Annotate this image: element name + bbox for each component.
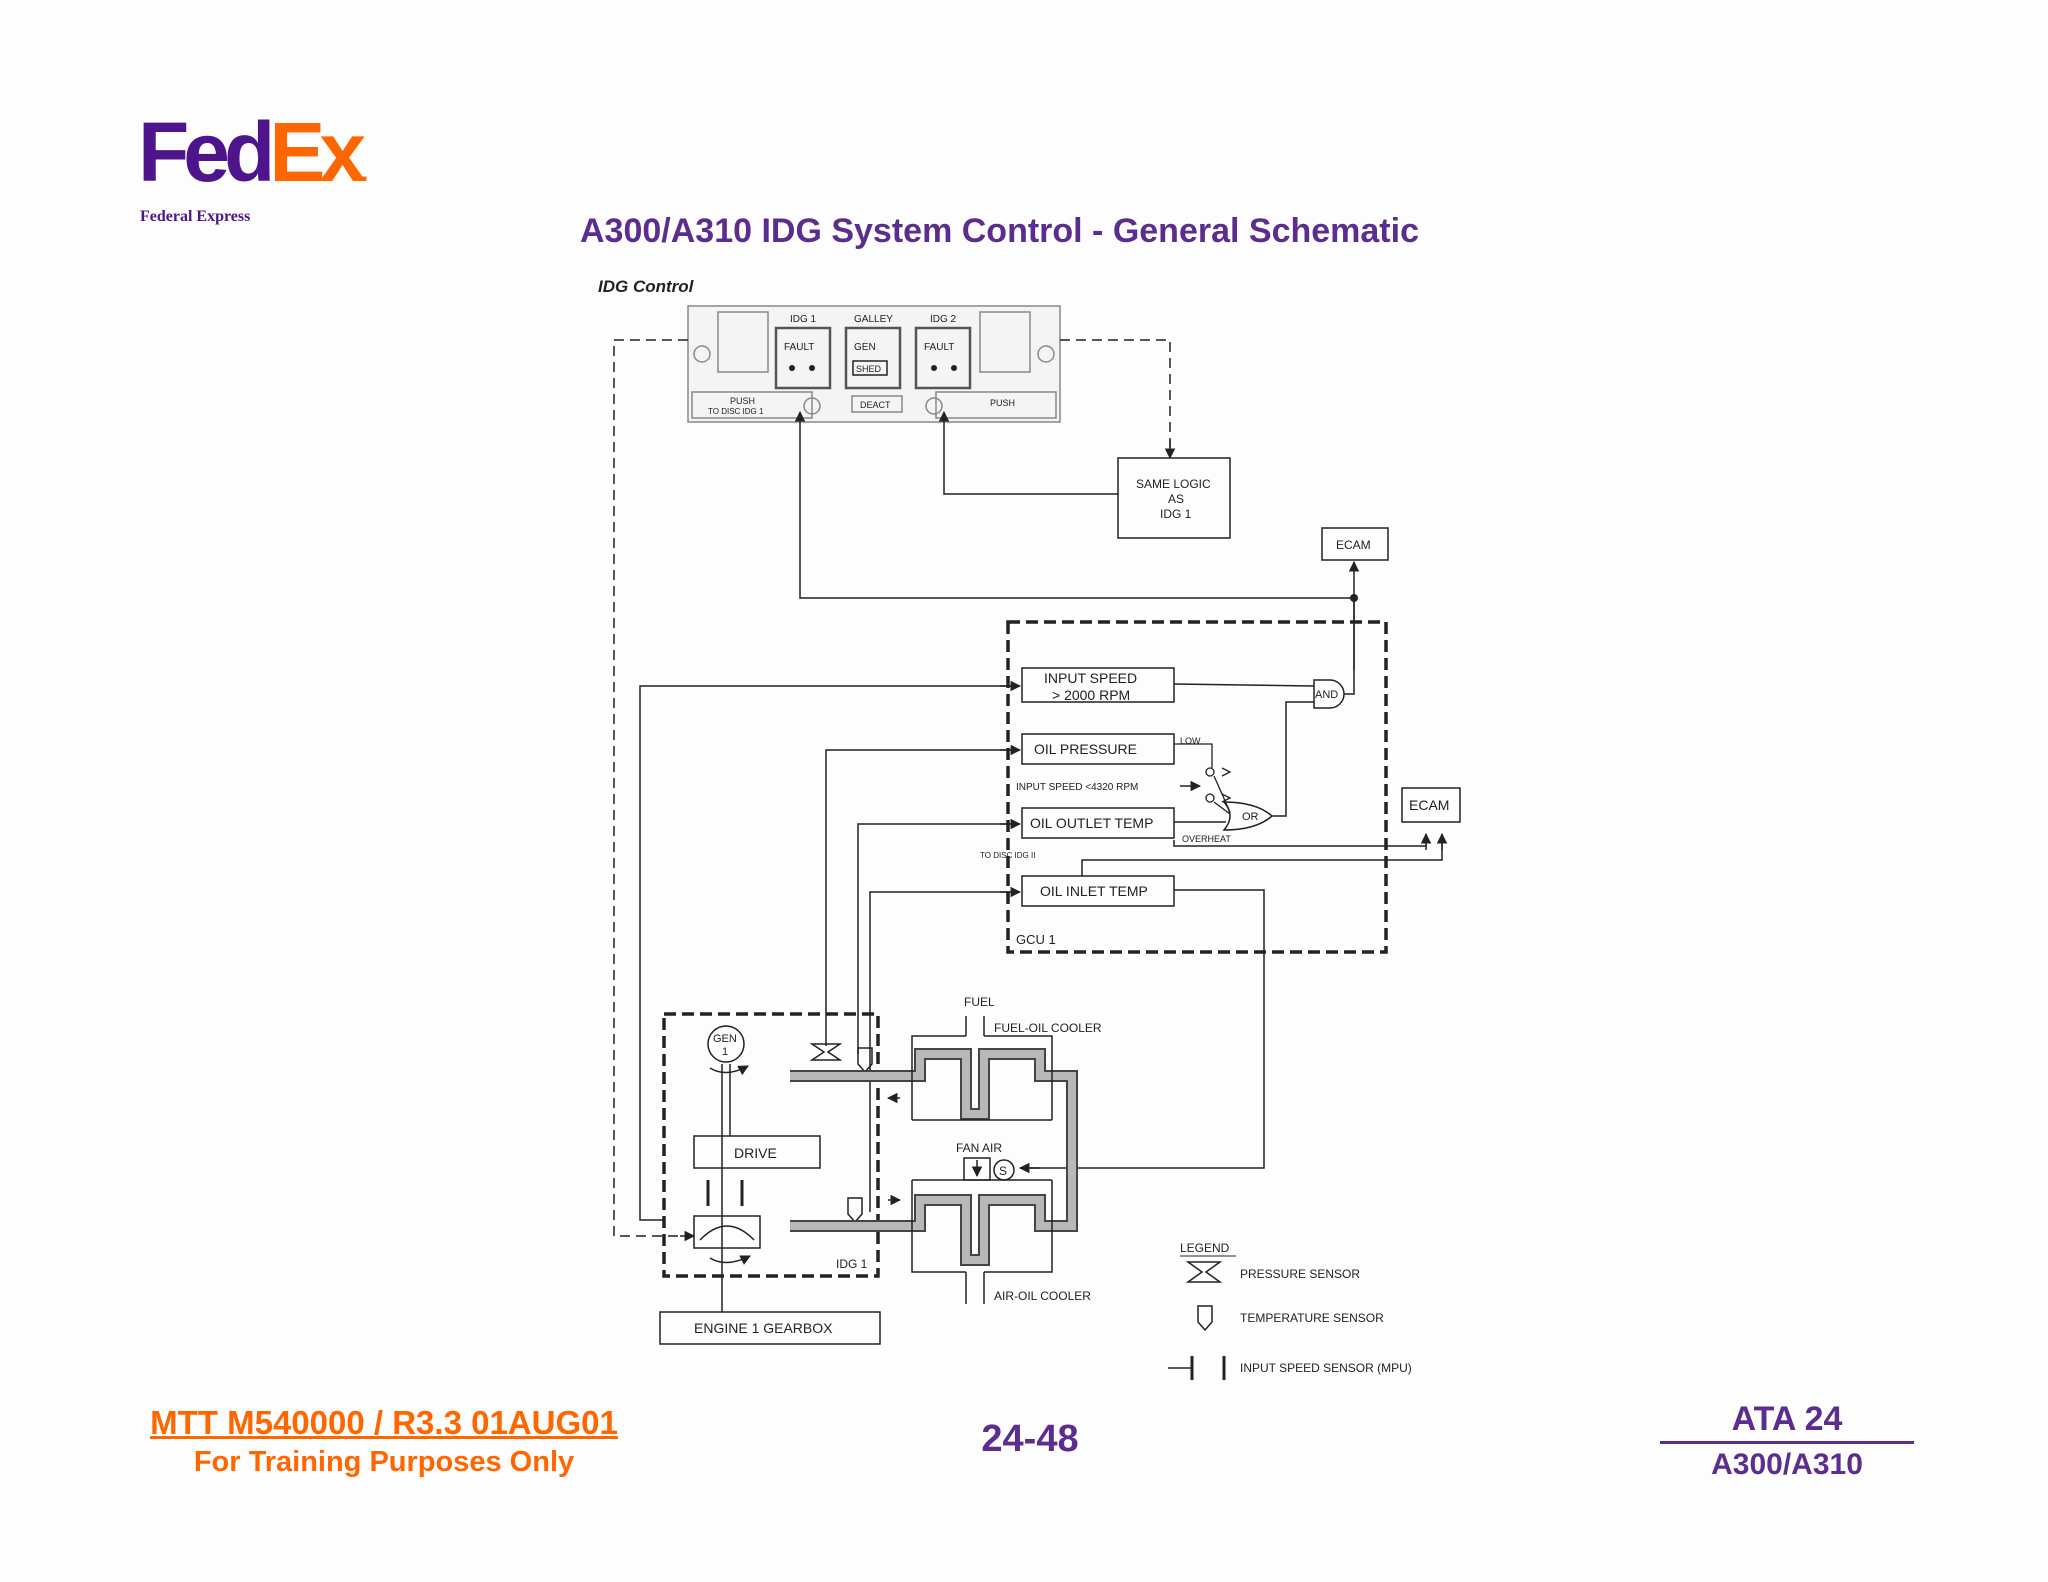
ecam-top-box (1321, 527, 1389, 561)
disconnect-dashed-lines (613, 339, 1171, 1237)
fan-air-label: FAN AIR (956, 1141, 1002, 1155)
to-disc-label: TO DISC IDG II (980, 851, 1035, 860)
gcu1-label: GCU 1 (1016, 932, 1056, 947)
s-sensor-label: S (999, 1164, 1007, 1178)
legend-temperature-label: TEMPERATURE SENSOR (1240, 1311, 1384, 1325)
or-gate (1222, 801, 1274, 831)
shed-indicator (852, 360, 888, 376)
temp-sensor-inlet-icon (847, 1197, 863, 1224)
drive-label: DRIVE (734, 1145, 777, 1161)
oil-inlet-temp-label: OIL INLET TEMP (1040, 883, 1148, 899)
low-label: LOW (1180, 736, 1201, 746)
oil-pressure-switch (1174, 743, 1232, 815)
legend-speed-label: INPUT SPEED SENSOR (MPU) (1240, 1361, 1412, 1375)
oil-outlet-temp-label: OIL OUTLET TEMP (1030, 815, 1153, 831)
panel-to-disc-idg1: TO DISC IDG 1 (708, 407, 764, 416)
oil-circuit-fill (790, 1050, 1076, 1264)
fault-light-1b (809, 365, 815, 371)
engine-gearbox-box (659, 1311, 881, 1345)
same-logic-to-idg2-line (938, 410, 1118, 495)
panel-idg2-label: IDG 2 (930, 314, 957, 325)
and-gate-label: AND (1315, 689, 1338, 701)
footer-ata: ATA 24 (1660, 1400, 1914, 1444)
input-speed-lt-label: INPUT SPEED <4320 RPM (1016, 782, 1138, 793)
fault-light-2b (951, 365, 957, 371)
same-logic-line1: SAME LOGIC (1136, 477, 1211, 491)
cooler-frames (911, 1016, 1053, 1304)
idg1-fault-button-label[interactable]: FAULT (784, 342, 814, 353)
footer-code: MTT M540000 / R3.3 01AUG01 (150, 1404, 618, 1441)
legend-pressure-icon (1185, 1261, 1223, 1283)
fedex-logo: FedEx. Federal Express (138, 110, 378, 225)
fault-light-2a (931, 365, 937, 371)
same-logic-line2: AS (1168, 492, 1184, 506)
footer-left: MTT M540000 / R3.3 01AUG01 For Training … (124, 1404, 644, 1479)
legend-title: LEGEND (1180, 1241, 1230, 1255)
panel-push-right: PUSH (990, 398, 1015, 408)
logo-ex: Ex (269, 105, 366, 199)
oil-pressure-label: OIL PRESSURE (1034, 741, 1137, 757)
gen1-label-line1: GEN (713, 1033, 737, 1045)
input-speed-line1: INPUT SPEED (1044, 670, 1137, 686)
oil-inlet-temp-box (1021, 875, 1175, 907)
gen1-rotation-arrow (709, 1065, 749, 1076)
fan-air-valve (963, 1157, 991, 1181)
air-oil-cooler-label: AIR-OIL COOLER (994, 1289, 1091, 1303)
coupling-rotation-arrow (709, 1255, 751, 1265)
gen1-circle (707, 1025, 745, 1063)
panel-galley-label: GALLEY (854, 314, 893, 325)
engine-gearbox-label: ENGINE 1 GEARBOX (694, 1320, 833, 1336)
overheat-label: OVERHEAT (1182, 834, 1231, 844)
sensor-signal-lines (639, 685, 1018, 1221)
idg1-label: IDG 1 (836, 1257, 868, 1271)
logo-subtitle: Federal Express (140, 208, 251, 225)
logo-dot: . (360, 155, 369, 188)
idg1-boundary (662, 1012, 880, 1278)
pressure-sensor-icon (809, 1043, 843, 1061)
ecam-right-label: ECAM (1409, 797, 1449, 813)
junction-dot-ecam (1350, 594, 1358, 602)
same-logic-box (1117, 457, 1231, 539)
footer-training: For Training Purposes Only (193, 1446, 575, 1478)
coupling-curve (699, 1225, 755, 1241)
legend-pressure-label: PRESSURE SENSOR (1240, 1267, 1360, 1281)
temp-sensor-outlet-icon (857, 1047, 873, 1074)
galley-shed-label: SHED (856, 364, 882, 374)
gcu1-boundary (1006, 620, 1388, 954)
fuel-label: FUEL (964, 995, 995, 1009)
panel-push-left: PUSH (730, 396, 755, 406)
ecam-top-label: ECAM (1336, 538, 1371, 552)
page-number: 24-48 (981, 1418, 1079, 1460)
control-panel (687, 305, 1061, 423)
footer-right: ATA 24 A300/A310 (1660, 1400, 1914, 1482)
same-logic-line3: IDG 1 (1160, 507, 1192, 521)
logo-wordmark: FedEx. (138, 110, 378, 214)
input-speed-box (1021, 667, 1175, 703)
gen1-label-line2: 1 (722, 1046, 728, 1058)
panel-idg1-label: IDG 1 (790, 314, 817, 325)
oil-pressure-box (1021, 733, 1175, 765)
ecam-right-box (1401, 787, 1461, 823)
legend-temperature-icon (1197, 1305, 1213, 1332)
fault-light-1a (789, 365, 795, 371)
s-sensor-icon (993, 1159, 1015, 1181)
input-speed-line2: > 2000 RPM (1052, 687, 1130, 703)
idg2-fault-button-label[interactable]: FAULT (924, 342, 954, 353)
coupling-box (693, 1215, 761, 1249)
panel-deact: DEACT (860, 400, 891, 410)
fault-feedback-line (794, 410, 1355, 670)
logo-fed: Fed (138, 105, 275, 199)
and-gate (1313, 679, 1345, 709)
footer-model: A300/A310 (1711, 1448, 1863, 1481)
fuel-oil-cooler-label: FUEL-OIL COOLER (994, 1021, 1102, 1035)
or-gate-label: OR (1242, 811, 1259, 823)
drive-box (693, 1135, 821, 1169)
oil-outlet-temp-box (1021, 807, 1175, 839)
page-title: A300/A310 IDG System Control - General S… (580, 212, 1419, 250)
section-title: IDG Control (598, 277, 695, 296)
galley-gen-button-label[interactable]: GEN (854, 342, 876, 353)
